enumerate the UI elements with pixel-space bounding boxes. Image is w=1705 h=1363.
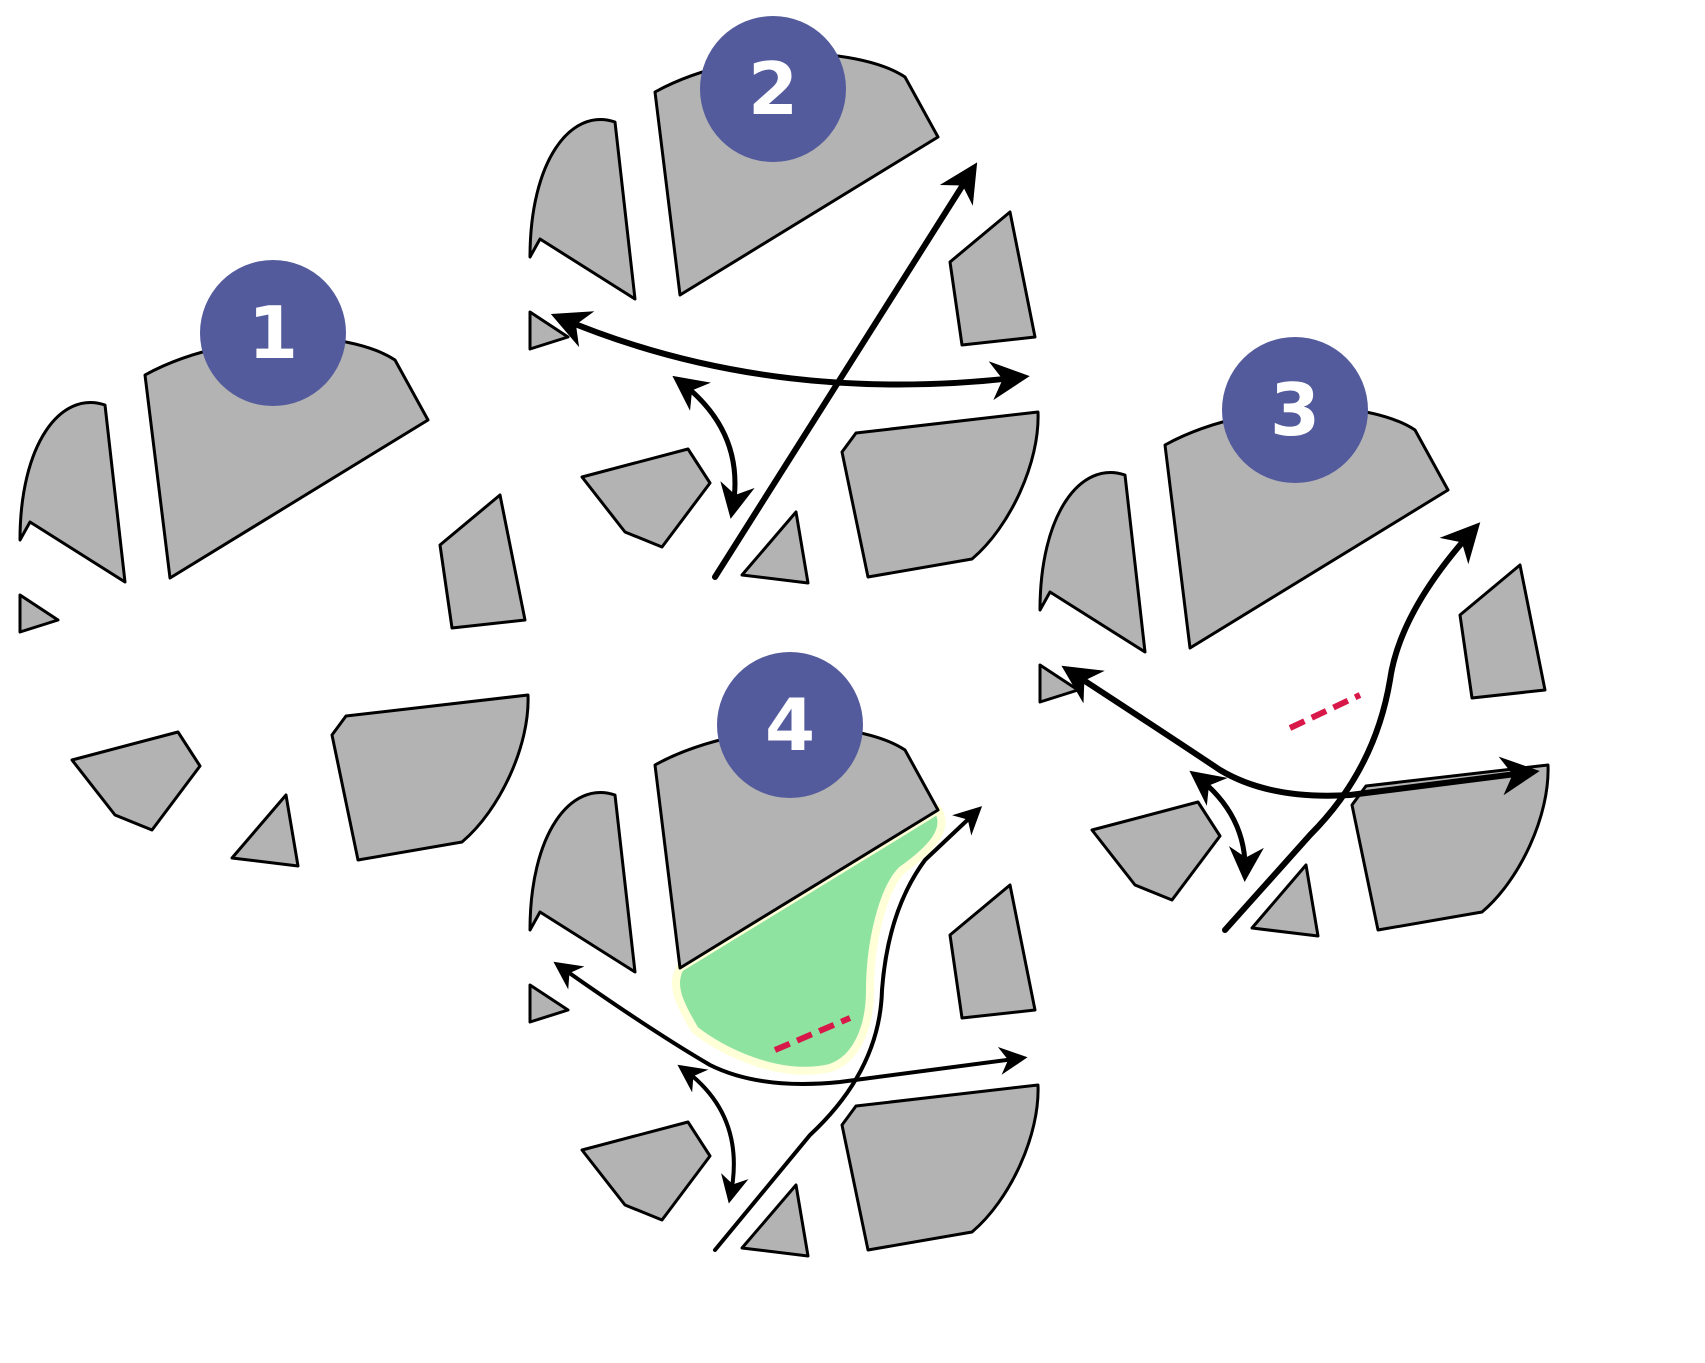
turn-flow-arrow [677, 1064, 749, 1204]
curved-cross-flow-arrow [1061, 665, 1540, 799]
step-badge-2-label: 2 [748, 47, 798, 131]
turn-flow-arrow [672, 375, 755, 519]
step-badge-2: 2 [700, 16, 846, 162]
red-dashed-marker [773, 1015, 852, 1053]
step-badge-4: 4 [717, 652, 863, 798]
flow-arrows [550, 162, 1030, 580]
flow-arrows [553, 806, 1028, 1252]
panel-4: 4 [528, 652, 1040, 1258]
building-blocks [18, 336, 530, 868]
flow-arrows [1061, 522, 1540, 933]
step-badge-3-label: 3 [1270, 368, 1320, 452]
cross-flow-arrow [550, 311, 1030, 401]
panel-1: 1 [18, 260, 530, 868]
turn-flow-arrow [1189, 770, 1264, 882]
step-badge-4-label: 4 [765, 683, 815, 767]
panel-2: 2 [528, 16, 1040, 585]
red-dashed-marker [1288, 692, 1362, 731]
panel-3: 3 [1038, 337, 1550, 938]
step-badge-3: 3 [1222, 337, 1368, 483]
step-badge-1: 1 [200, 260, 346, 406]
step-badge-1-label: 1 [248, 291, 298, 375]
